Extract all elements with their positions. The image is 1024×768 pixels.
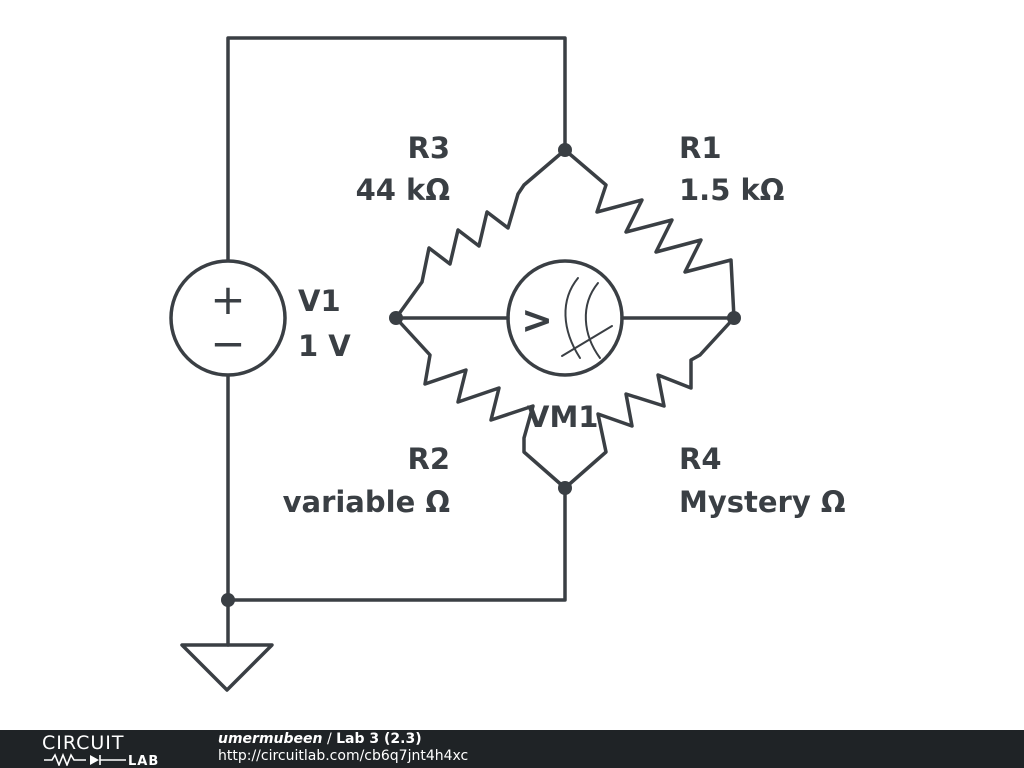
footer-info: umermubeen / Lab 3 (2.3) http://circuitl… <box>218 731 468 765</box>
ground-icon <box>180 643 274 692</box>
node-ground <box>221 593 235 607</box>
voltmeter-icon: > <box>506 259 624 377</box>
footer-title-line: umermubeen / Lab 3 (2.3) <box>218 731 468 748</box>
resistor-r1 <box>563 148 736 320</box>
node-top <box>558 143 572 157</box>
resistor-r3 <box>394 148 567 320</box>
wire-bottom-loop <box>226 374 567 602</box>
circuitlab-logo[interactable]: CIRCUIT LAB <box>42 732 174 766</box>
meter-symbol: > <box>521 298 553 342</box>
meter-name: VM1 <box>527 400 598 434</box>
circuit-url[interactable]: http://circuitlab.com/cb6q7jnt4h4xc <box>218 748 469 764</box>
node-right <box>727 311 741 325</box>
wire-top-loop <box>226 36 567 262</box>
r3-value: 44 kΩ <box>356 173 450 207</box>
node-left <box>389 311 403 325</box>
logo-lab-text: LAB <box>128 754 159 766</box>
author-link[interactable]: umermubeen <box>218 731 323 747</box>
source-minus-symbol: − <box>210 319 245 368</box>
source-plus-symbol: + <box>210 275 245 324</box>
r4-name: R4 <box>679 442 722 476</box>
logo-circuit-text: CIRCUIT <box>42 732 125 754</box>
path-separator: / <box>322 731 337 747</box>
r2-value: variable Ω <box>283 485 450 519</box>
logo-diode-icon <box>90 755 99 765</box>
source-name: V1 <box>298 284 341 318</box>
r2-name: R2 <box>407 442 450 476</box>
source-value: 1 V <box>298 329 351 363</box>
footer-bar: CIRCUIT LAB umermubeen / Lab 3 (2.3) htt… <box>0 730 1024 768</box>
r1-name: R1 <box>679 131 722 165</box>
circuit-schematic: + − > V1 1 V R3 44 kΩ R1 1.5 kΩ R2 varia… <box>169 36 846 692</box>
resistor-r4 <box>563 316 736 490</box>
r1-value: 1.5 kΩ <box>679 173 784 207</box>
logo-resistor-icon <box>44 752 86 766</box>
circuit-title[interactable]: Lab 3 (2.3) <box>336 731 422 747</box>
r3-name: R3 <box>407 131 450 165</box>
resistor-r2 <box>394 316 567 490</box>
node-bottom <box>558 481 572 495</box>
r4-value: Mystery Ω <box>679 485 846 519</box>
voltage-source-icon: + − <box>169 259 287 377</box>
